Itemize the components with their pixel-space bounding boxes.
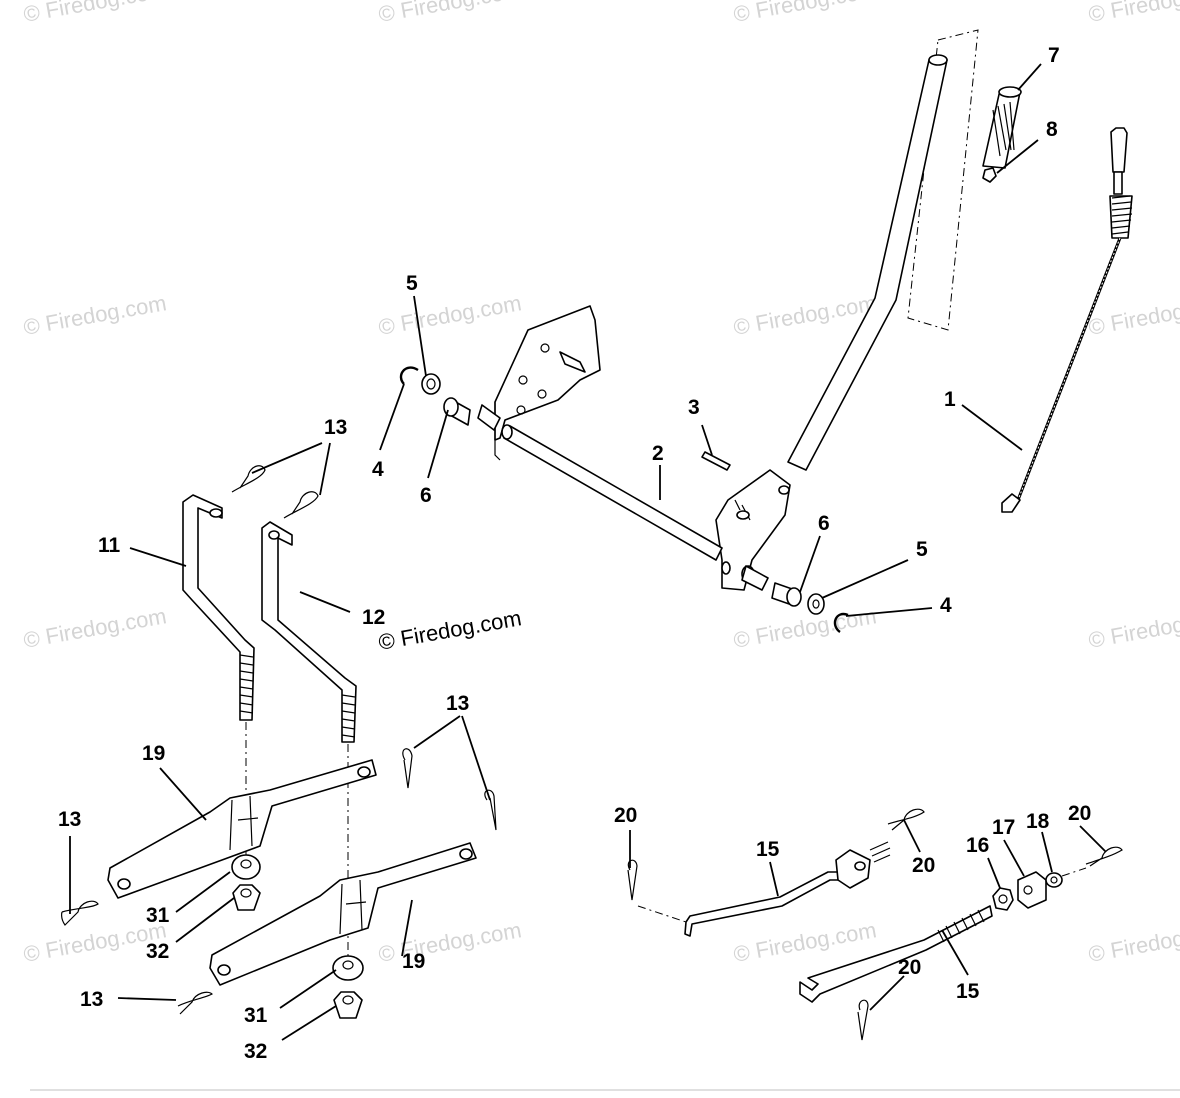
callout-label: 6	[420, 484, 432, 507]
callout-label: 8	[1046, 118, 1058, 141]
part-20-hairpin	[627, 808, 1123, 1041]
callout-label: 20	[912, 854, 935, 877]
part-13-hairpin	[231, 465, 319, 519]
callout-labels: 7 8 1 2 3 5 4 6 6 5 4 13 11 12 13 19 13 …	[58, 44, 1091, 1063]
part-31-bushing-upper	[231, 854, 261, 880]
part-19-link-upper	[107, 759, 377, 899]
watermark: © Firedog.com	[1087, 0, 1180, 27]
part-19-link-lower	[209, 842, 477, 986]
callout-label: 11	[98, 534, 121, 557]
part-17-block	[1017, 871, 1047, 909]
callout-label: 2	[652, 442, 664, 465]
mounting-plate	[494, 305, 601, 461]
callout-label: 31	[244, 1004, 268, 1027]
callout-label: 6	[818, 512, 830, 535]
watermark: © Firedog.com	[732, 603, 879, 653]
lift-lever	[715, 29, 979, 591]
watermark: © Firedog.com	[1087, 917, 1180, 967]
callout-label: 32	[146, 940, 169, 963]
part-7-grip	[982, 86, 1022, 169]
part-11-rod	[182, 494, 255, 721]
callout-label: 20	[614, 804, 637, 827]
part-6-bushing-right	[771, 582, 802, 607]
callout-label: 4	[940, 594, 952, 617]
callout-label: 16	[966, 834, 989, 857]
callout-label: 20	[898, 956, 921, 979]
callout-label: 3	[688, 396, 700, 419]
callout-label: 1	[944, 388, 956, 411]
watermark: © Firedog.com	[732, 917, 879, 967]
part-15-rod-upper	[684, 841, 891, 937]
watermark: © Firedog.com	[22, 290, 169, 340]
callout-label: 13	[446, 692, 469, 715]
part-32-nut-upper	[232, 884, 261, 911]
copyright-label: © Firedog.com	[377, 605, 524, 655]
watermark: © Firedog.com	[22, 0, 169, 27]
callout-label: 20	[1068, 802, 1091, 825]
watermark: © Firedog.com	[377, 290, 524, 340]
part-5-washer-left	[421, 373, 441, 395]
part-4-clip-left	[399, 366, 419, 385]
part-4-clip-right	[833, 612, 849, 633]
callout-label: 19	[142, 742, 165, 765]
watermark: © Firedog.com	[1087, 290, 1180, 340]
part-3-pin	[701, 451, 731, 471]
part-12-rod	[261, 521, 357, 743]
part-31-bushing-lower	[332, 955, 364, 981]
part-13-hairpin	[61, 748, 497, 1015]
callout-label: 15	[756, 838, 780, 861]
part-32-nut-lower	[333, 991, 363, 1019]
leader-lines	[69, 63, 1107, 1041]
callout-label: 4	[372, 458, 384, 481]
callout-label: 5	[916, 538, 928, 561]
callout-label: 7	[1048, 44, 1060, 67]
watermark: © Firedog.com	[377, 0, 524, 27]
callout-label: 32	[244, 1040, 267, 1063]
callout-label: 5	[406, 272, 418, 295]
callout-label: 31	[146, 904, 170, 927]
callout-label: 18	[1026, 810, 1050, 833]
watermark: © Firedog.com	[22, 603, 169, 653]
part-16-nut	[992, 887, 1014, 911]
part-15-rod-lower	[799, 905, 993, 1003]
part-5-washer-right	[807, 593, 825, 615]
part-8-nut	[982, 167, 997, 183]
callout-label: 13	[58, 808, 81, 831]
part-2-shaft	[477, 404, 769, 591]
watermark: © Firedog.com	[1087, 603, 1180, 653]
watermark: © Firedog.com	[377, 917, 524, 967]
callout-label: 15	[956, 980, 980, 1003]
callout-label: 13	[80, 988, 103, 1011]
callout-label: 17	[992, 816, 1015, 839]
part-1-cable	[1001, 127, 1133, 513]
callout-label: 13	[324, 416, 347, 439]
callout-label: 12	[362, 606, 385, 629]
watermark: © Firedog.com	[732, 0, 879, 27]
callout-label: 19	[402, 950, 425, 973]
part-18-nut	[1045, 872, 1063, 888]
